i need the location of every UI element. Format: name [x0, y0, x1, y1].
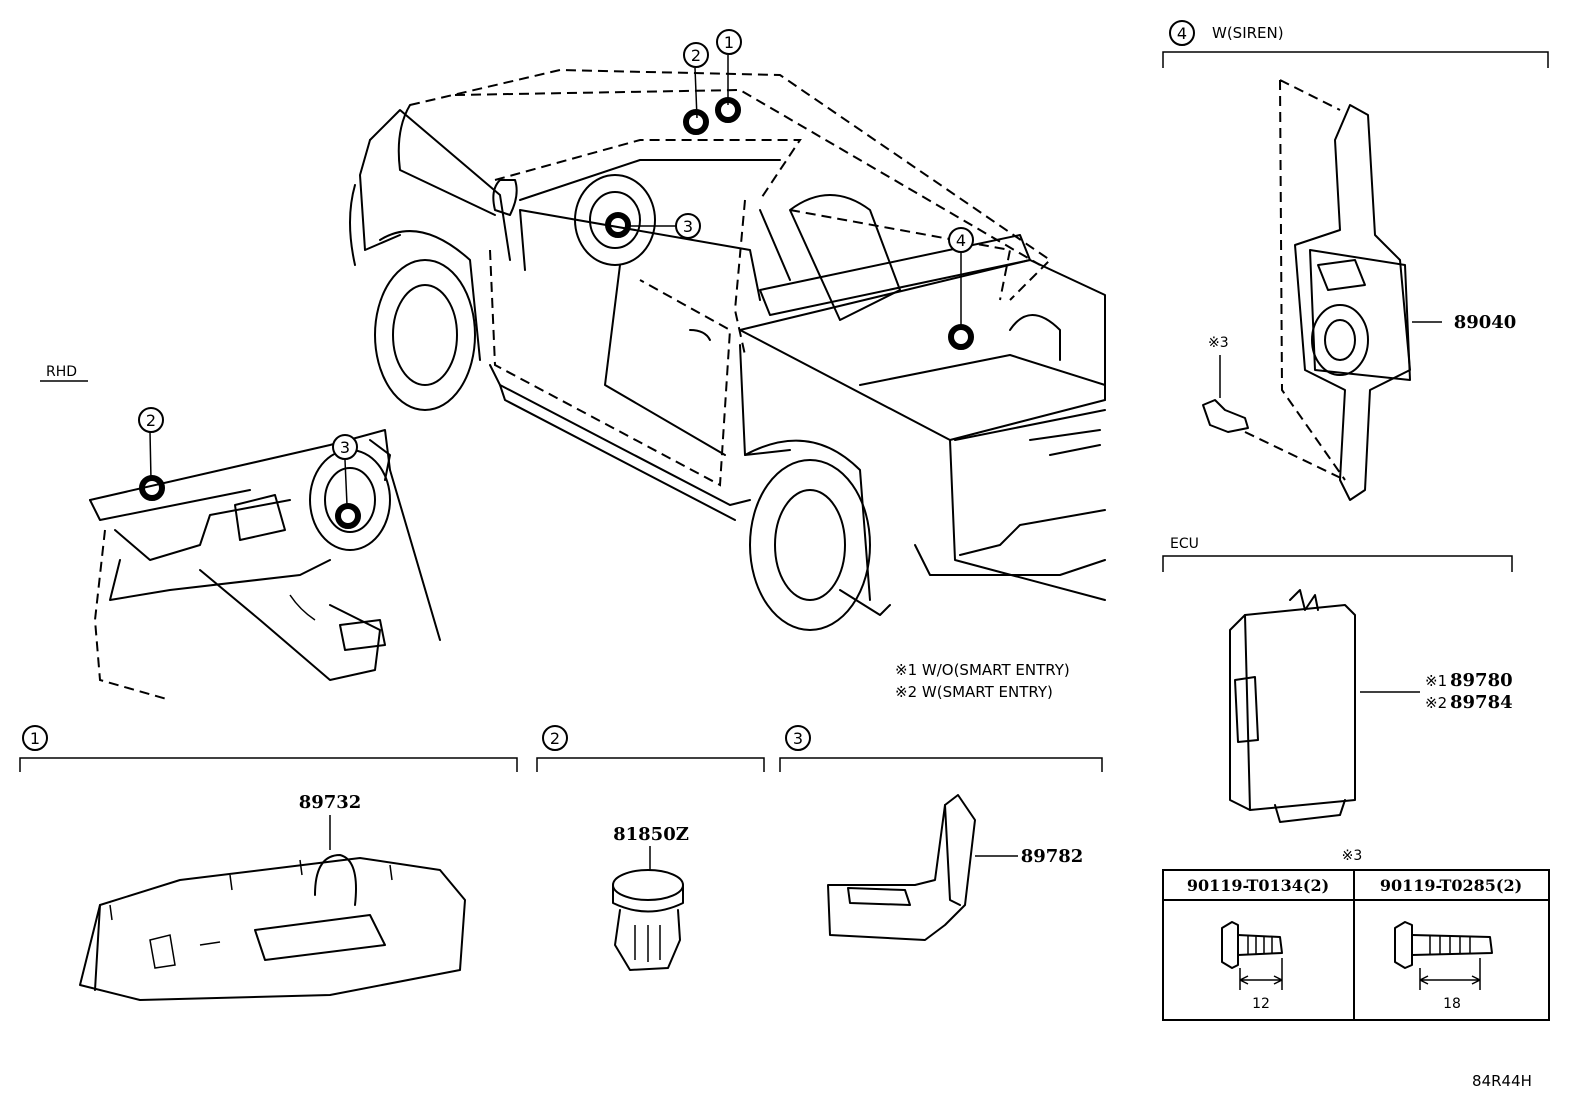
svg-text:4: 4: [1177, 24, 1187, 43]
part-89780-mark: ※1: [1425, 672, 1447, 690]
antenna-part: [827, 794, 976, 941]
ecu-part: [1229, 589, 1356, 823]
note-1: ※1 W/O(SMART ENTRY): [895, 661, 1070, 679]
section-1: 1 89732: [19, 725, 518, 1001]
svg-text:3: 3: [683, 217, 693, 236]
svg-text:2: 2: [691, 46, 701, 65]
bolt-ref-mark: ※3: [1208, 335, 1229, 351]
sensor-part: [612, 869, 684, 971]
diagram-code: 84R44H: [1472, 1072, 1532, 1090]
overhead-console-part: [79, 854, 466, 1001]
svg-text:1: 1: [724, 33, 734, 52]
bolt-table: ※3 90119-T0134(2) 90119-T0285(2) 12 18: [1162, 848, 1550, 1021]
bolt-1-part-number: 90119-T0134(2): [1187, 876, 1329, 895]
rhd-dashboard-illustration: [89, 429, 441, 701]
part-89732-label: 89732: [299, 792, 362, 813]
svg-text:4: 4: [956, 231, 966, 250]
callout-3-rhd: 3: [332, 434, 358, 460]
section-ecu: ECU ※1 89780 ※2 89784: [1162, 536, 1513, 823]
bolt-table-title: ※3: [1342, 848, 1363, 864]
truck-illustration: [349, 55, 1106, 631]
svg-text:2: 2: [550, 729, 560, 748]
section-4-title: W(SIREN): [1212, 24, 1284, 42]
svg-text:2: 2: [146, 411, 156, 430]
callout-4-truck: 4: [948, 227, 974, 253]
part-89040-label: 89040: [1454, 312, 1517, 333]
part-89784-mark: ※2: [1425, 694, 1447, 712]
callout-2-rhd: 2: [138, 407, 164, 433]
part-89784-label: 89784: [1450, 692, 1513, 713]
bolt-2-length: 18: [1443, 996, 1461, 1012]
svg-text:3: 3: [340, 438, 350, 457]
part-89782-label: 89782: [1021, 846, 1084, 867]
section-2: 2 81850Z: [536, 725, 765, 971]
section-3: 3 89782: [779, 725, 1103, 941]
bolt-1-length: 12: [1252, 996, 1270, 1012]
bolt-2-part-number: 90119-T0285(2): [1380, 876, 1522, 895]
part-81850z-label: 81850Z: [613, 824, 689, 845]
rhd-label: RHD: [46, 364, 77, 380]
note-2: ※2 W(SMART ENTRY): [895, 683, 1053, 701]
svg-text:3: 3: [793, 729, 803, 748]
callout-1-truck: 1: [716, 29, 742, 55]
bolt-2-drawing: [1394, 921, 1493, 990]
bolt-1-drawing: [1221, 921, 1283, 990]
svg-text:1: 1: [30, 729, 40, 748]
callout-2-truck: 2: [683, 42, 709, 68]
section-4-siren: 4 W(SIREN) 89040 ※3: [1162, 20, 1549, 501]
part-89780-label: 89780: [1450, 670, 1513, 691]
callout-3-truck: 3: [675, 213, 701, 239]
siren-part: 89040 ※3: [1202, 79, 1517, 501]
ecu-title: ECU: [1170, 536, 1199, 552]
